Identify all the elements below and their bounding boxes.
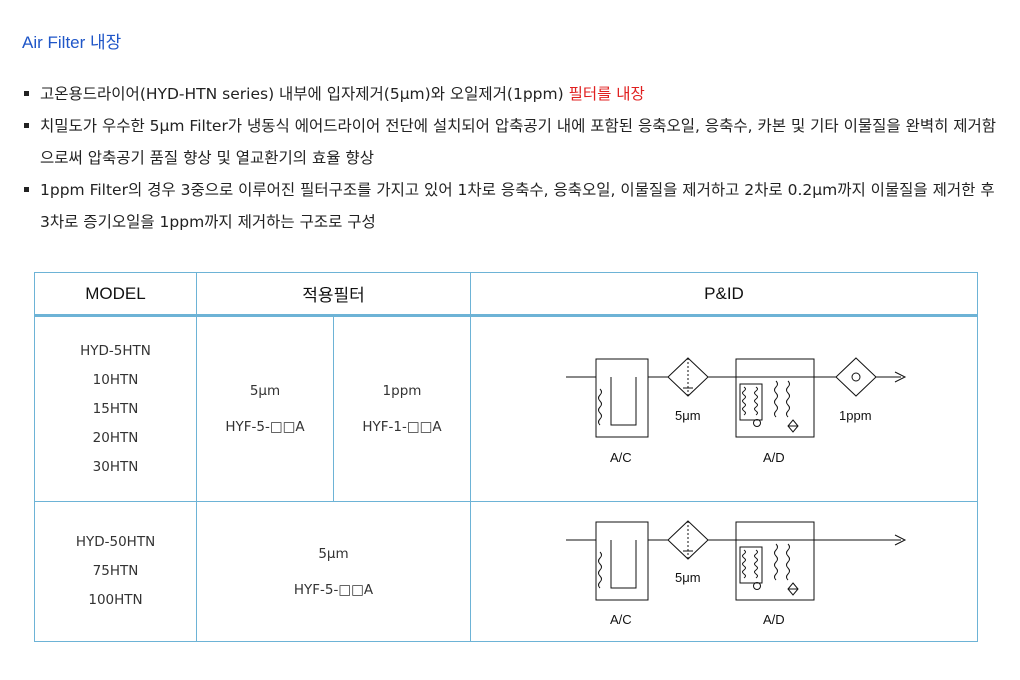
- pid-diagram-cell: 5μm 1ppm A/C A/D: [470, 315, 978, 502]
- dryer-box: [735, 358, 815, 438]
- header-filter: 적용필터: [196, 272, 471, 317]
- model-name: 15HTN: [92, 400, 139, 417]
- filter-size: 5μm: [318, 545, 349, 562]
- bullet-item: 치밀도가 우수한 5μm Filter가 냉동식 에어드라이어 전단에 설치되어…: [24, 110, 1004, 174]
- filter-code: HYF-1-□□A: [362, 419, 442, 435]
- table-row: HYD-5HTN 10HTN 15HTN 20HTN 30HTN 5μm HYF…: [34, 315, 978, 502]
- page-title: Air Filter 내장: [22, 33, 122, 52]
- bullet-item: 1ppm Filter의 경우 3중으로 이루어진 필터구조를 가지고 있어 1…: [24, 174, 1004, 238]
- arrow-icon: [894, 534, 907, 546]
- model-name: HYD-50HTN: [75, 534, 156, 550]
- pid-label-ac: A/C: [610, 450, 632, 465]
- aftercooler-box: [595, 521, 649, 601]
- spec-table: MODEL 적용필터 P&ID HYD-5HTN 10HTN 15HTN 20H…: [34, 272, 978, 642]
- filter-1ppm-icon: [835, 357, 877, 397]
- dryer-exchanger: [739, 383, 763, 421]
- filter-cell: 5μm HYF-5-□□A: [196, 315, 334, 502]
- dryer-exchanger: [739, 546, 763, 584]
- pid-diagram: 5μm A/C A/D: [566, 520, 907, 627]
- pid-label-ad: A/D: [763, 612, 785, 627]
- filter-cell: 1ppm HYF-1-□□A: [333, 315, 471, 502]
- pid-diagram-cell: 5μm A/C A/D: [470, 501, 978, 642]
- aftercooler-coil: [610, 540, 637, 589]
- filter-code: HYF-5-□□A: [293, 581, 374, 598]
- bullet-item: 고온용드라이어(HYD-HTN series) 내부에 입자제거(5μm)와 오…: [24, 78, 1004, 110]
- table-row: HYD-50HTN 75HTN 100HTN 5μm HYF-5-□□A: [34, 501, 978, 642]
- model-cell: HYD-50HTN 75HTN 100HTN: [34, 501, 197, 642]
- pid-label-ac: A/C: [610, 612, 632, 627]
- pid-label-1ppm: 1ppm: [839, 408, 872, 423]
- aftercooler-box: [595, 358, 649, 438]
- model-name: HYD-5HTN: [80, 342, 151, 359]
- model-name: 20HTN: [92, 429, 139, 446]
- filter-size: 1ppm: [382, 383, 422, 399]
- model-name: 75HTN: [92, 563, 139, 579]
- filter-size: 5μm: [249, 383, 281, 399]
- aftercooler-coil: [610, 377, 637, 426]
- table-header-row: MODEL 적용필터 P&ID: [34, 272, 978, 317]
- pid-label-5um: 5μm: [675, 570, 701, 585]
- pid-label-ad: A/D: [763, 450, 785, 465]
- model-name: 30HTN: [92, 458, 139, 475]
- model-cell: HYD-5HTN 10HTN 15HTN 20HTN 30HTN: [34, 315, 197, 502]
- filter-cell: 5μm HYF-5-□□A: [196, 501, 471, 642]
- model-name: 100HTN: [88, 592, 143, 608]
- bullet-text: 고온용드라이어(HYD-HTN series) 내부에 입자제거(5μm)와 오…: [40, 85, 569, 103]
- model-name: 10HTN: [92, 371, 139, 388]
- pid-label-5um: 5μm: [675, 408, 701, 423]
- pid-diagram: 5μm 1ppm A/C A/D: [566, 357, 907, 465]
- header-pid: P&ID: [470, 272, 978, 317]
- dryer-box: [735, 521, 815, 601]
- filter-code: HYF-5-□□A: [225, 419, 305, 435]
- feature-list: 고온용드라이어(HYD-HTN series) 내부에 입자제거(5μm)와 오…: [24, 78, 1004, 238]
- header-model: MODEL: [34, 272, 197, 317]
- bullet-highlight: 필터를 내장: [568, 85, 645, 103]
- arrow-icon: [894, 371, 907, 383]
